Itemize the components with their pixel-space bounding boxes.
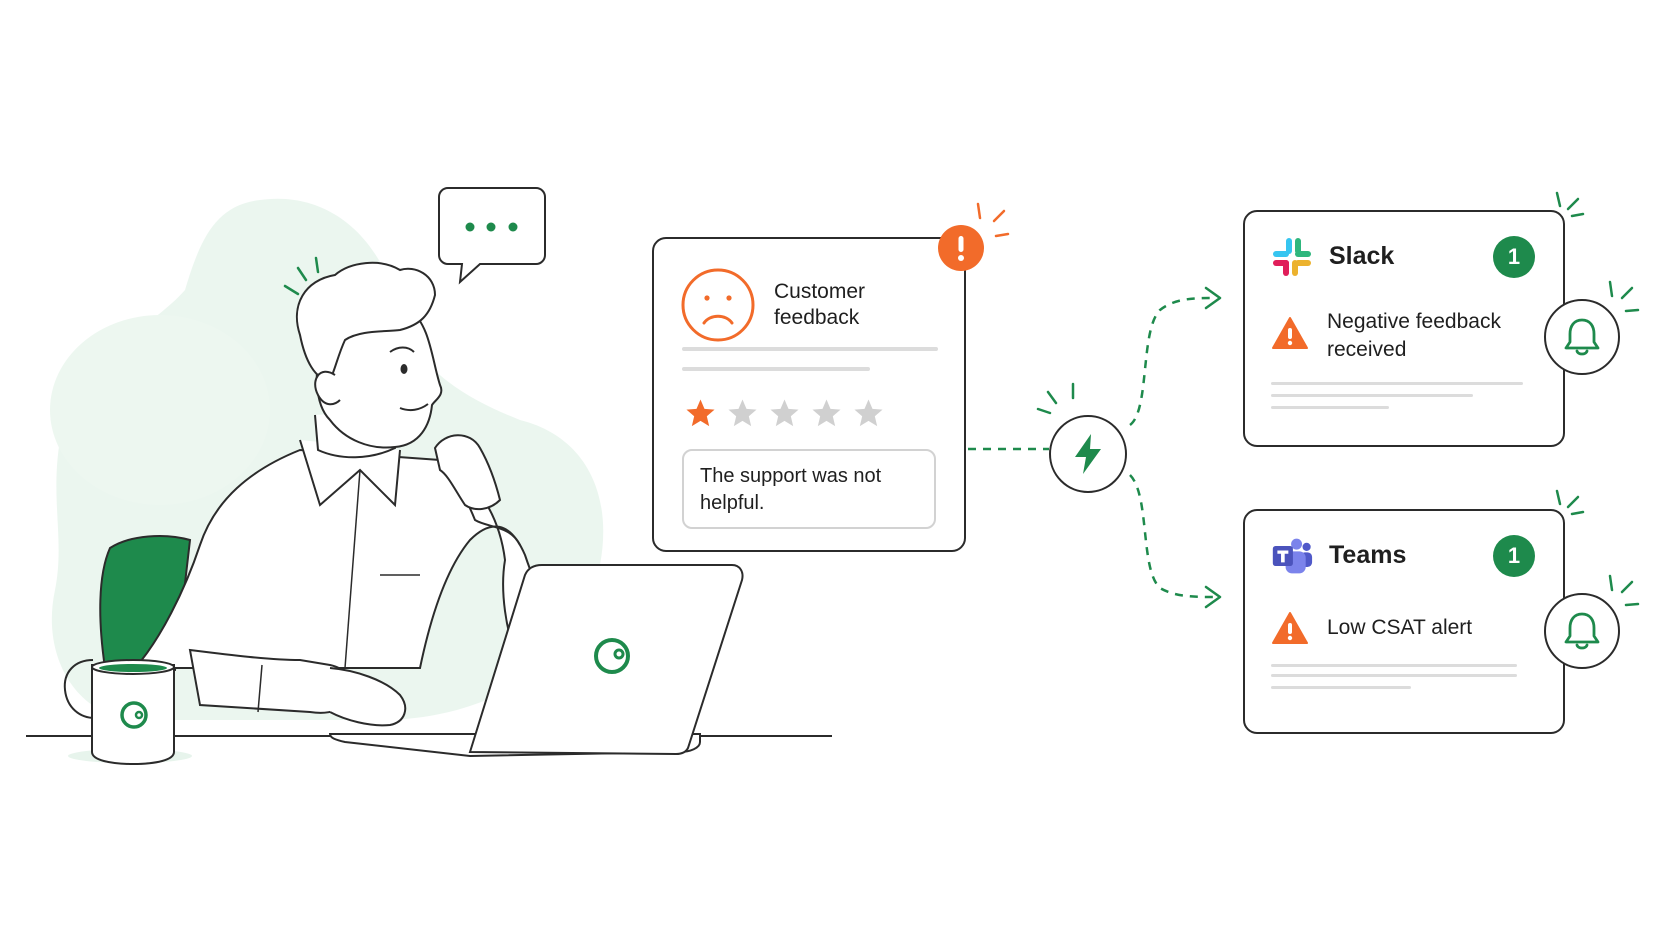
placeholder-line [682,347,938,351]
teams-alert-text: Low CSAT alert [1327,616,1473,639]
feedback-title: Customer feedback [774,280,866,329]
star-icon [854,399,883,427]
placeholder-line [1271,686,1411,689]
slack-alert-text: Negative feedback received [1327,310,1501,361]
slack-logo-icon [1273,238,1311,276]
placeholder-line [1271,664,1517,667]
slack-notification-card: Slack 1 Negative feedback received [1243,210,1565,447]
warning-icon [1272,317,1308,349]
star-icon-filled [686,399,715,427]
speech-bubble-icon [438,187,546,285]
teams-bell-button[interactable] [1544,593,1620,669]
brand-logo-icon [120,701,148,729]
bell-icon [1564,612,1600,650]
slack-count-badge: 1 [1493,236,1535,278]
star-icon [812,399,841,427]
trigger-node [1049,415,1127,493]
warning-icon [1272,612,1308,644]
placeholder-line [1271,394,1421,397]
slack-label: Slack [1329,242,1395,270]
teams-logo-icon [1272,538,1313,574]
placeholder-line [1395,394,1473,397]
laptop-logo-icon [594,638,630,674]
star-rating [684,397,885,430]
teams-count-badge: 1 [1493,535,1535,577]
sad-face-icon [681,268,755,342]
teams-notification-card: Teams 1 Low CSAT alert [1243,509,1565,734]
teams-label: Teams [1329,541,1407,569]
slack-bell-button[interactable] [1544,299,1620,375]
bell-icon [1564,318,1600,356]
star-icon [728,399,757,427]
placeholder-line [1271,406,1389,409]
placeholder-line [1271,382,1523,385]
feedback-comment: The support was not helpful. [682,449,936,529]
star-icon [770,399,799,427]
customer-feedback-card: Customer feedback The support was not he… [652,237,966,552]
lightning-icon [1075,434,1101,474]
exclamation-icon [938,225,984,271]
placeholder-line [1271,674,1517,677]
placeholder-line [682,367,870,371]
